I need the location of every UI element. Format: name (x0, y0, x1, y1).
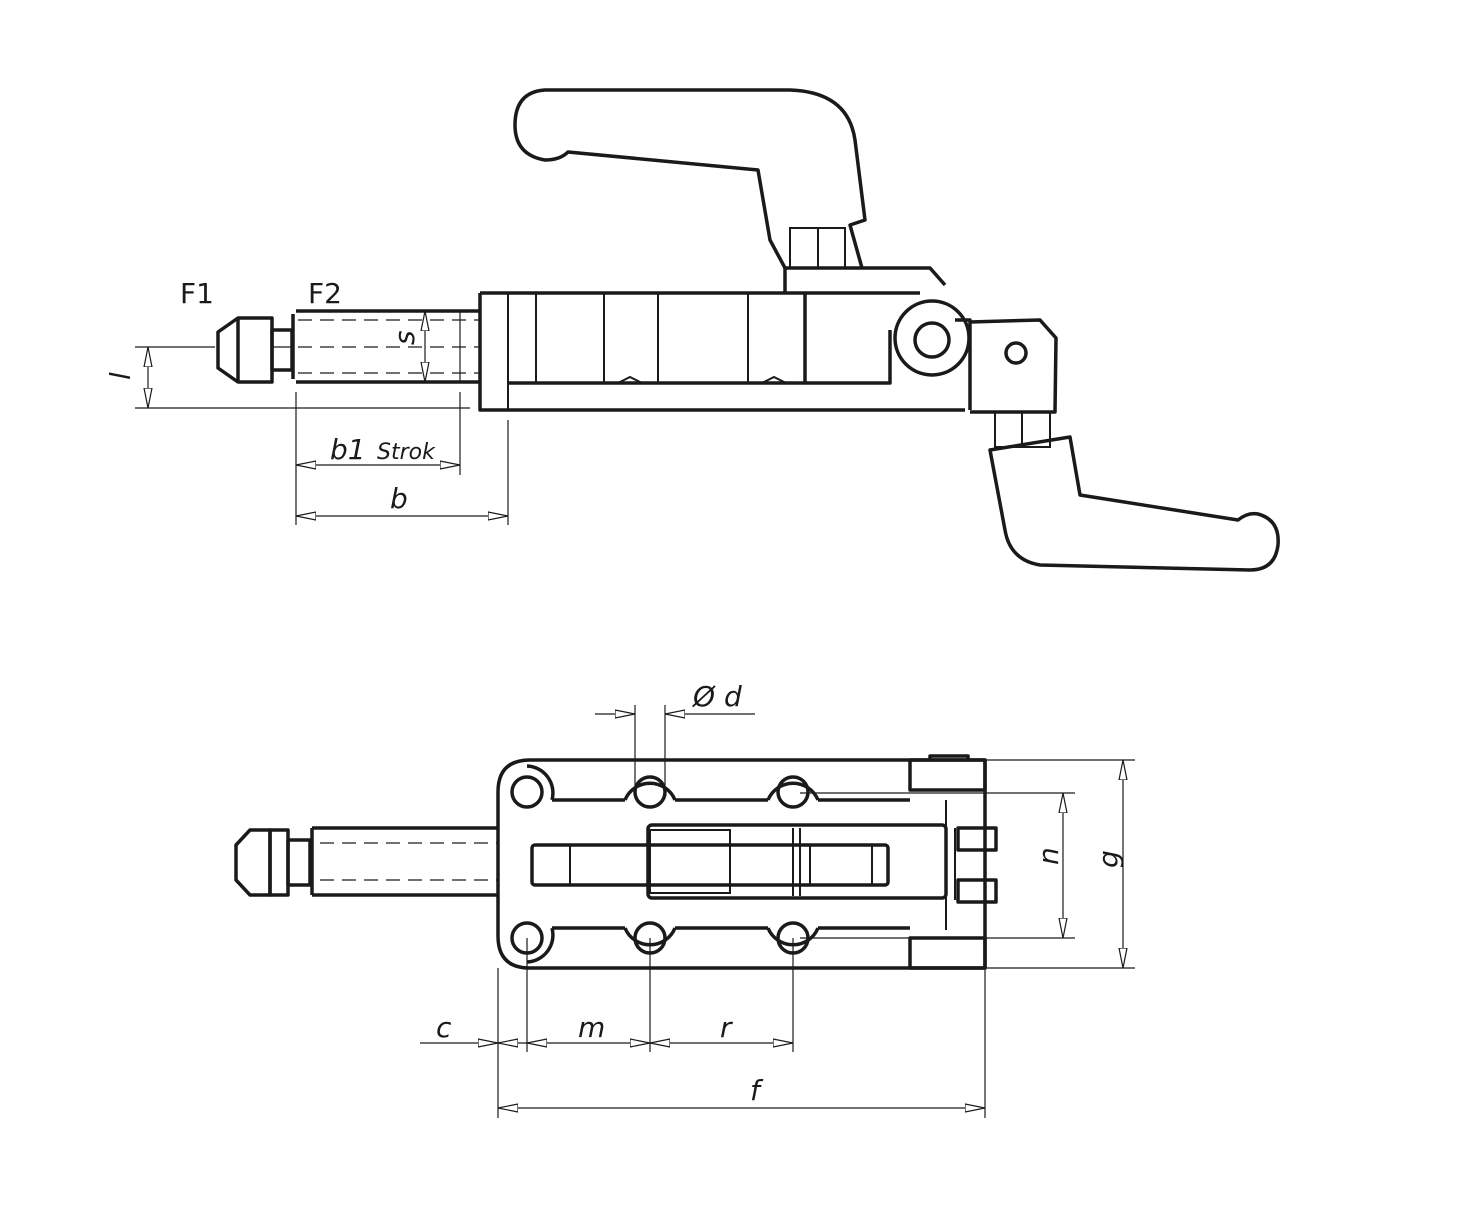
hinge (783, 266, 972, 410)
label-b1: b1 (330, 433, 366, 466)
base-plate (496, 754, 987, 970)
lower-handle (988, 411, 1280, 572)
label-strok: Strok (377, 440, 436, 465)
side-view: F1 F2 l s b1 Strok b (104, 88, 1280, 572)
label-f: f (750, 1074, 764, 1107)
rod-top (234, 826, 498, 897)
label-diameter-d: Ø d (692, 680, 742, 713)
label-g: g (1092, 850, 1125, 868)
label-f1: F1 (180, 277, 214, 310)
label-l: l (104, 372, 137, 380)
dimension-lines-top (420, 705, 1135, 1118)
label-s: s (388, 330, 421, 345)
label-b: b (390, 482, 408, 515)
clamp-body (478, 291, 965, 412)
label-n: n (1032, 847, 1065, 865)
threaded-rod (291, 309, 480, 384)
slide (530, 800, 998, 930)
label-f2: F2 (308, 277, 342, 310)
upper-handle (513, 88, 867, 269)
label-r: r (720, 1011, 733, 1044)
link-plate (969, 318, 1058, 414)
plunger-tip (216, 316, 294, 384)
label-m: m (578, 1011, 605, 1044)
dimension-lines-side (135, 311, 509, 525)
label-c: c (436, 1011, 452, 1044)
top-view: Ø d n g c m r f (234, 680, 1135, 1118)
